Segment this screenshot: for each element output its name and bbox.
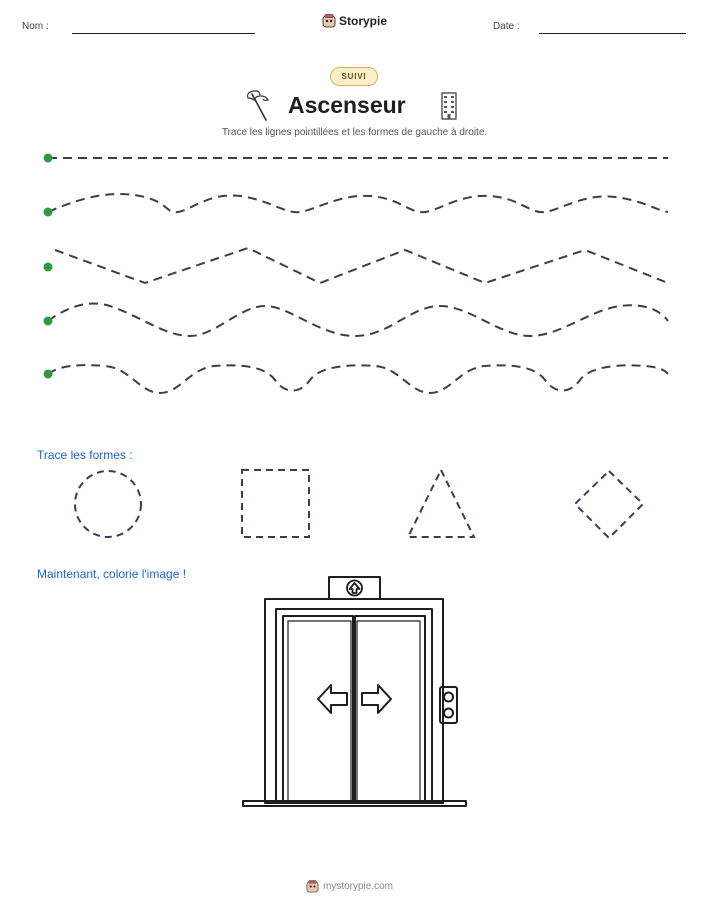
shapes-section-label: Trace les formes : xyxy=(37,448,133,462)
tracing-line-zigzag[interactable] xyxy=(54,246,669,285)
right-arrow-icon xyxy=(361,684,392,714)
tracing-line-wave-round[interactable] xyxy=(47,302,669,338)
door-left[interactable] xyxy=(282,615,354,804)
coloring-section-label: Maintenant, colorie l'image ! xyxy=(37,567,187,581)
difficulty-badge: SUIVI xyxy=(330,67,378,86)
date-field-line[interactable] xyxy=(539,33,686,34)
start-dot-5 xyxy=(43,369,53,379)
shape-triangle[interactable] xyxy=(406,467,476,538)
date-label: Date : xyxy=(493,21,520,32)
footer-url[interactable]: mystorypie.com xyxy=(323,881,394,892)
footer: mystorypie.com xyxy=(306,880,393,893)
brand: Storypie xyxy=(322,14,387,28)
start-dot-1 xyxy=(43,153,53,163)
tracing-line-wave-flat[interactable] xyxy=(47,364,669,395)
up-arrow-icon xyxy=(346,579,363,597)
tracing-line-wave-soft[interactable] xyxy=(47,193,669,214)
axe-icon xyxy=(247,90,269,121)
call-button-up[interactable] xyxy=(443,691,454,703)
storypie-logo-icon xyxy=(306,880,319,893)
start-dot-4 xyxy=(43,316,53,326)
shape-circle[interactable] xyxy=(74,470,142,538)
call-button-down[interactable] xyxy=(443,707,454,719)
start-dot-3 xyxy=(43,262,53,272)
elevator-floor[interactable] xyxy=(242,800,467,807)
brand-name: Storypie xyxy=(339,14,388,28)
shape-square[interactable] xyxy=(241,469,310,538)
call-panel[interactable] xyxy=(439,686,458,724)
page-title: Ascenseur xyxy=(288,92,406,118)
shape-diamond[interactable] xyxy=(573,469,645,540)
instructions: Trace les lignes pointillées et les form… xyxy=(221,127,488,138)
building-icon xyxy=(441,92,457,120)
name-field-line[interactable] xyxy=(72,33,255,34)
door-right[interactable] xyxy=(354,615,426,804)
start-dot-2 xyxy=(43,207,53,217)
storypie-logo-icon xyxy=(322,14,336,28)
left-arrow-icon xyxy=(317,684,348,714)
name-label: Nom : xyxy=(22,21,49,32)
